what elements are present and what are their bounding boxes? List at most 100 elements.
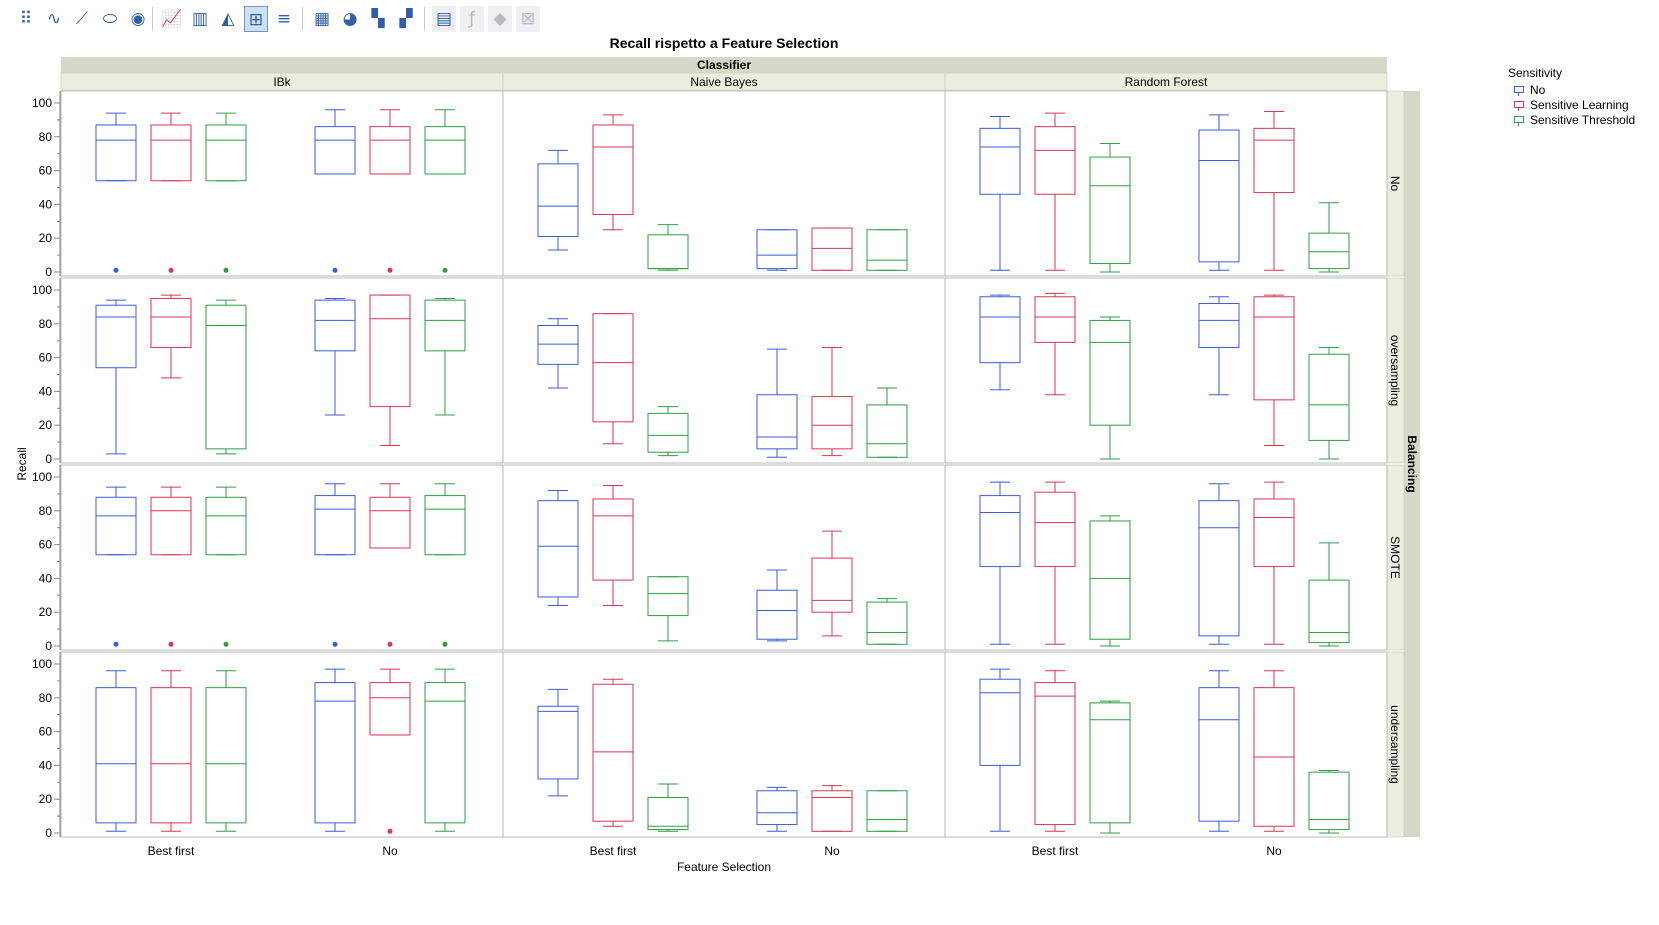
box-3-0-0-2-body (205, 687, 247, 824)
y-tick-label-3-80: 80 (39, 691, 53, 705)
box-0-2-1-0-body (1198, 129, 1240, 263)
row-group-label: Balancing (1405, 435, 1419, 492)
box-2-2-1-0-body (1198, 500, 1240, 637)
contour-glyph: ◉ (130, 9, 146, 29)
histogram-icon[interactable]: ≡ (272, 6, 296, 32)
box-1-0-1-2-body (424, 299, 466, 352)
column-group-header (61, 57, 1387, 73)
column-label-0: IBk (273, 75, 291, 89)
panel-0-0 (60, 90, 504, 277)
box-1-1-1-2-body (866, 404, 908, 458)
custom-icon[interactable]: ⊠ (516, 6, 540, 32)
legend-title: Sensitivity (1508, 66, 1563, 80)
legend-item-sensitive-learning[interactable]: Sensitive Learning (1508, 97, 1635, 112)
y-tick-label-3-0: 0 (45, 826, 52, 840)
y-tick-label-1-80: 80 (39, 317, 53, 331)
box-3-0-1-1-outlier-0 (387, 828, 393, 834)
box-0-2-1-1-body (1253, 127, 1295, 194)
line-chart-glyph: 📈 (161, 9, 183, 29)
line-fit-icon[interactable]: ⟋ (70, 6, 94, 32)
y-tick-label-3-20: 20 (39, 792, 53, 806)
formula-glyph: ƒ (469, 9, 475, 29)
y-tick-label-1-100: 100 (32, 283, 52, 297)
box-0-2-0-1-body (1034, 126, 1076, 195)
box-2-1-1-2-body (866, 601, 908, 645)
y-tick-label-0-80: 80 (39, 130, 53, 144)
line-chart-icon[interactable]: 📈 (160, 6, 184, 32)
box-1-2-0-1-body (1034, 296, 1076, 343)
mosaic-glyph: ▞ (399, 9, 413, 29)
box-plot-glyph: ⊞ (248, 10, 264, 30)
smoother-icon[interactable]: ∿ (42, 6, 66, 32)
bar-chart-icon[interactable]: ▥ (188, 6, 212, 32)
box-1-2-1-0-body (1198, 303, 1240, 348)
x-tick-label-2-0: Best first (1032, 844, 1079, 858)
map-shape-icon[interactable]: ◆ (488, 6, 512, 32)
legend-item-sensitive-threshold[interactable]: Sensitive Threshold (1508, 112, 1635, 127)
row-group-header (1404, 91, 1420, 837)
box-1-2-1-2-body (1308, 353, 1350, 441)
box-0-0-0-0-outlier-0 (113, 267, 119, 273)
box-plot-icon[interactable]: ⊞ (244, 6, 268, 32)
box-0-0-0-2-body (205, 124, 247, 182)
toolbar-separator (152, 7, 153, 31)
box-3-0-1-0-body (314, 682, 356, 824)
pie-chart-icon[interactable]: ◕ (338, 6, 362, 32)
y-tick-label-0-40: 40 (39, 197, 53, 211)
box-2-2-1-1-body (1253, 498, 1295, 568)
box-2-0-0-2-outlier-0 (223, 641, 229, 647)
box-2-1-0-2-body (647, 576, 689, 617)
box-2-1-0-1-body (592, 498, 634, 581)
box-2-1-0-0-body (537, 500, 579, 598)
box-2-0-0-1-outlier-0 (168, 641, 174, 647)
box-2-0-1-2-body (424, 495, 466, 556)
treemap-glyph: ▚ (371, 9, 385, 29)
box-1-0-0-1-body (150, 297, 192, 348)
legend: Sensitivity No Sensitive Learning Sensit… (1508, 66, 1635, 127)
heatmap-icon[interactable]: ▦ (310, 6, 334, 32)
box-0-1-1-1-body (811, 227, 853, 271)
box-1-1-0-2-body (647, 412, 689, 453)
y-tick-label-2-40: 40 (39, 571, 53, 585)
box-0-0-1-0-body (314, 126, 356, 175)
toolbar-separator (302, 7, 303, 31)
graph-toolbar: ⠿ ∿⟋⬭ ◉ 📈▥◭ ⊞ ≡ ▦ ◕ ▚ ▞ ▤ ƒ ◆⊠ (14, 4, 574, 34)
box-0-0-0-2-outlier-0 (223, 267, 229, 273)
points-icon[interactable]: ⠿ (14, 6, 38, 32)
points-glyph: ⠿ (19, 9, 33, 29)
box-3-2-0-1-body (1034, 682, 1076, 826)
contour-icon[interactable]: ◉ (126, 6, 150, 32)
y-tick-label-3-100: 100 (32, 657, 52, 671)
x-tick-label-1-1: No (824, 844, 840, 858)
row-label-3: undersampling (1388, 705, 1402, 784)
x-tick-label-0-1: No (382, 844, 398, 858)
box-3-2-0-0-body (979, 678, 1021, 766)
row-label-0: No (1388, 176, 1402, 192)
y-axis-label: Recall (15, 447, 29, 480)
legend-swatch-sensitive-learning (1514, 101, 1524, 111)
box-0-1-0-0-body (537, 163, 579, 238)
panel-0-1 (502, 90, 946, 277)
mosaic-icon[interactable]: ▞ (394, 6, 418, 32)
panel-0-2 (944, 90, 1388, 277)
treemap-icon[interactable]: ▚ (366, 6, 390, 32)
panel-2-1 (502, 464, 946, 651)
chart-title: Recall rispetto a Feature Selection (610, 35, 839, 51)
caption-box-icon[interactable]: ▤ (432, 6, 456, 32)
box-3-0-0-1-body (150, 687, 192, 824)
y-tick-label-1-0: 0 (45, 452, 52, 466)
panel-3-2 (944, 651, 1388, 838)
legend-label-no: No (1530, 82, 1546, 97)
legend-item-no[interactable]: No (1508, 82, 1635, 97)
area-chart-icon[interactable]: ◭ (216, 6, 240, 32)
heatmap-glyph: ▦ (313, 9, 331, 29)
legend-label-sensitive-learning: Sensitive Learning (1530, 97, 1629, 112)
box-3-0-0-0-body (95, 687, 137, 824)
formula-icon[interactable]: ƒ (460, 6, 484, 32)
box-0-0-0-0-body (95, 124, 137, 182)
ellipse-icon[interactable]: ⬭ (98, 6, 122, 32)
box-3-2-1-2-body (1308, 771, 1350, 831)
box-1-0-0-0-body (95, 304, 137, 369)
box-2-0-1-1-outlier-0 (387, 641, 393, 647)
box-2-2-0-2-body (1089, 520, 1131, 640)
